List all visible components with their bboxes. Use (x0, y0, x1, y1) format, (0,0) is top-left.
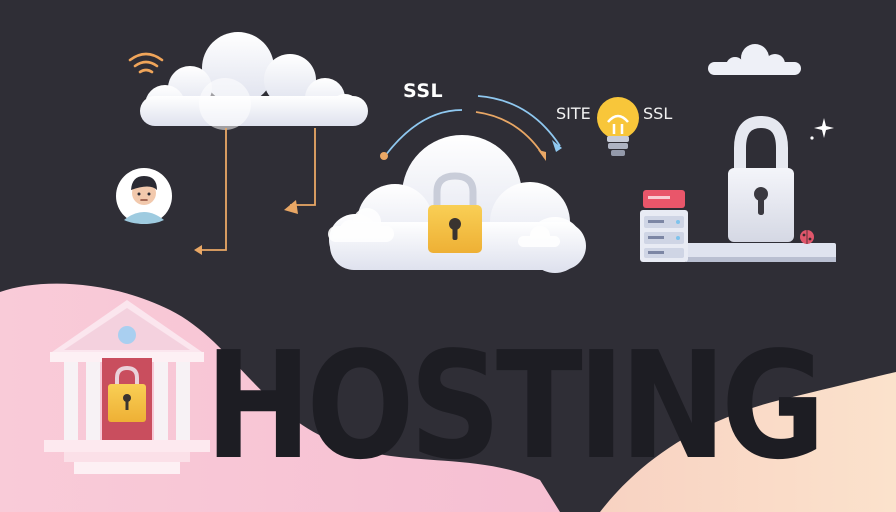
person-avatar-icon (116, 168, 172, 224)
arrow-head (538, 150, 546, 161)
lightbulb-icon (597, 97, 639, 156)
arrow-head (194, 245, 202, 255)
ladybug-icon (800, 230, 814, 244)
wifi-icon (128, 52, 164, 74)
hosting-headline: HOSTING (205, 320, 826, 492)
peach-wave (600, 372, 896, 512)
bank-building-icon (44, 300, 210, 474)
ssl-curved-arrows (384, 95, 561, 159)
cloud-icon (328, 208, 560, 247)
arrow-head (284, 200, 298, 214)
arrow-dot (380, 152, 388, 160)
ssl-label: SSL (403, 80, 444, 102)
padlock-icon (728, 115, 794, 242)
cloud-icon (140, 32, 368, 130)
platform (686, 243, 836, 262)
ssl-label-right: SSL (643, 104, 673, 123)
sparkle-icon (810, 118, 834, 140)
padlock-icon (428, 172, 482, 253)
arrow-head (552, 140, 562, 152)
cloud-icon (708, 44, 801, 75)
server-rack-icon (640, 190, 688, 262)
site-label: SITE (556, 104, 591, 123)
connector-arrows (198, 128, 316, 251)
